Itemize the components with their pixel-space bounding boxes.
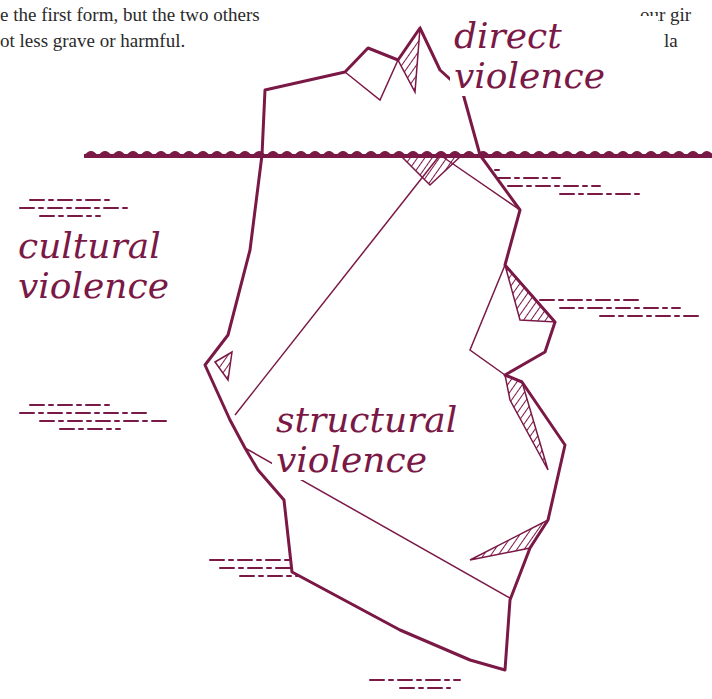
body-text: la — [664, 30, 678, 52]
body-text: ot less grave or harmful. — [0, 30, 185, 52]
body-text: e the first form, but the two others — [0, 4, 260, 26]
water-dash — [600, 315, 700, 317]
water-dash — [20, 207, 130, 209]
water-dash — [20, 412, 150, 414]
water-waves — [84, 151, 712, 156]
water-dash — [60, 428, 120, 430]
iceberg-facets — [235, 60, 520, 630]
level-label: direct violence — [450, 16, 658, 96]
water-dash — [540, 299, 640, 301]
iceberg-outline — [205, 28, 565, 670]
water-dash — [40, 420, 170, 422]
water-dash — [400, 687, 450, 689]
water-dash — [210, 559, 300, 561]
water-dash — [240, 575, 300, 577]
level-label: structural violence — [272, 400, 490, 480]
water-dash — [30, 404, 110, 406]
water-dash — [370, 679, 460, 681]
iceberg-hatching — [215, 28, 555, 560]
water-dash — [560, 193, 640, 195]
water-dash — [30, 199, 110, 201]
water-dash — [560, 307, 680, 309]
level-label: cultural violence — [14, 226, 222, 306]
water-dash — [40, 215, 100, 217]
